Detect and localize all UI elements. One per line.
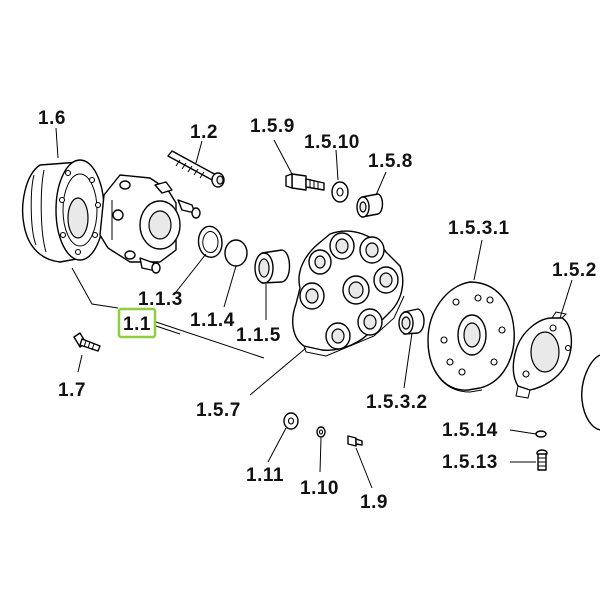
label-1-5-2[interactable]: 1.5.2 [552, 260, 597, 281]
label-1-5-3-1[interactable]: 1.5.3.1 [448, 218, 510, 239]
coupling-bosses [299, 232, 399, 350]
label-1-5-13[interactable]: 1.5.13 [442, 452, 498, 473]
part-1-5-14-pin[interactable] [535, 430, 547, 438]
label-1-1-3[interactable]: 1.1.3 [138, 289, 183, 310]
label-1-1-4[interactable]: 1.1.4 [190, 310, 235, 331]
label-1-5-14[interactable]: 1.5.14 [442, 420, 498, 441]
part-1-7-bolt[interactable] [73, 332, 101, 352]
label-1-10[interactable]: 1.10 [300, 478, 339, 499]
part-1-10-nut[interactable] [316, 426, 326, 438]
part-edge-disc [581, 354, 600, 431]
part-1-11-washer[interactable] [283, 412, 299, 430]
label-1-5-9[interactable]: 1.5.9 [250, 116, 295, 137]
label-1-5-8[interactable]: 1.5.8 [368, 151, 413, 172]
part-1-5-8-spacer[interactable] [356, 193, 384, 218]
label-1-1-5[interactable]: 1.1.5 [236, 325, 281, 346]
part-1-9-screw[interactable] [347, 435, 363, 447]
label-1-5-7[interactable]: 1.5.7 [196, 400, 241, 421]
part-1-1-5-bushing[interactable] [254, 249, 291, 284]
label-1-5-10[interactable]: 1.5.10 [304, 132, 360, 153]
part-1-5-3-2-bush[interactable] [398, 308, 425, 335]
part-1-5-9-screw[interactable] [285, 173, 325, 191]
part-1-5-2-collar[interactable] [512, 311, 573, 399]
label-1-9[interactable]: 1.9 [360, 492, 388, 513]
label-1-1[interactable]: 1.1 [123, 314, 151, 335]
label-1-6[interactable]: 1.6 [38, 108, 66, 129]
part-1-1-4-washer[interactable] [224, 239, 248, 267]
part-1-1-flange[interactable] [99, 174, 201, 274]
callout-labels: 1.6 1.2 1.5.9 1.5.10 1.5.8 1.5.3.1 1.5.2… [38, 108, 597, 513]
part-1-5-13-bolt[interactable] [536, 449, 548, 471]
part-1-2-bolt[interactable] [167, 150, 225, 188]
label-1-2[interactable]: 1.2 [190, 122, 218, 143]
leader-lines [55, 127, 573, 489]
part-1-5-3-1-disc[interactable] [427, 281, 515, 393]
part-1-5-7-flex-coupling[interactable] [292, 230, 405, 357]
label-1-7[interactable]: 1.7 [58, 380, 86, 401]
part-1-6-drum[interactable] [21, 159, 105, 263]
part-1-1-3-snap-ring[interactable] [197, 225, 223, 258]
label-1-5-3-2[interactable]: 1.5.3.2 [366, 392, 428, 413]
label-1-11[interactable]: 1.11 [246, 465, 284, 486]
part-1-5-10-washer[interactable] [331, 181, 349, 203]
highlight-box [117, 307, 157, 339]
